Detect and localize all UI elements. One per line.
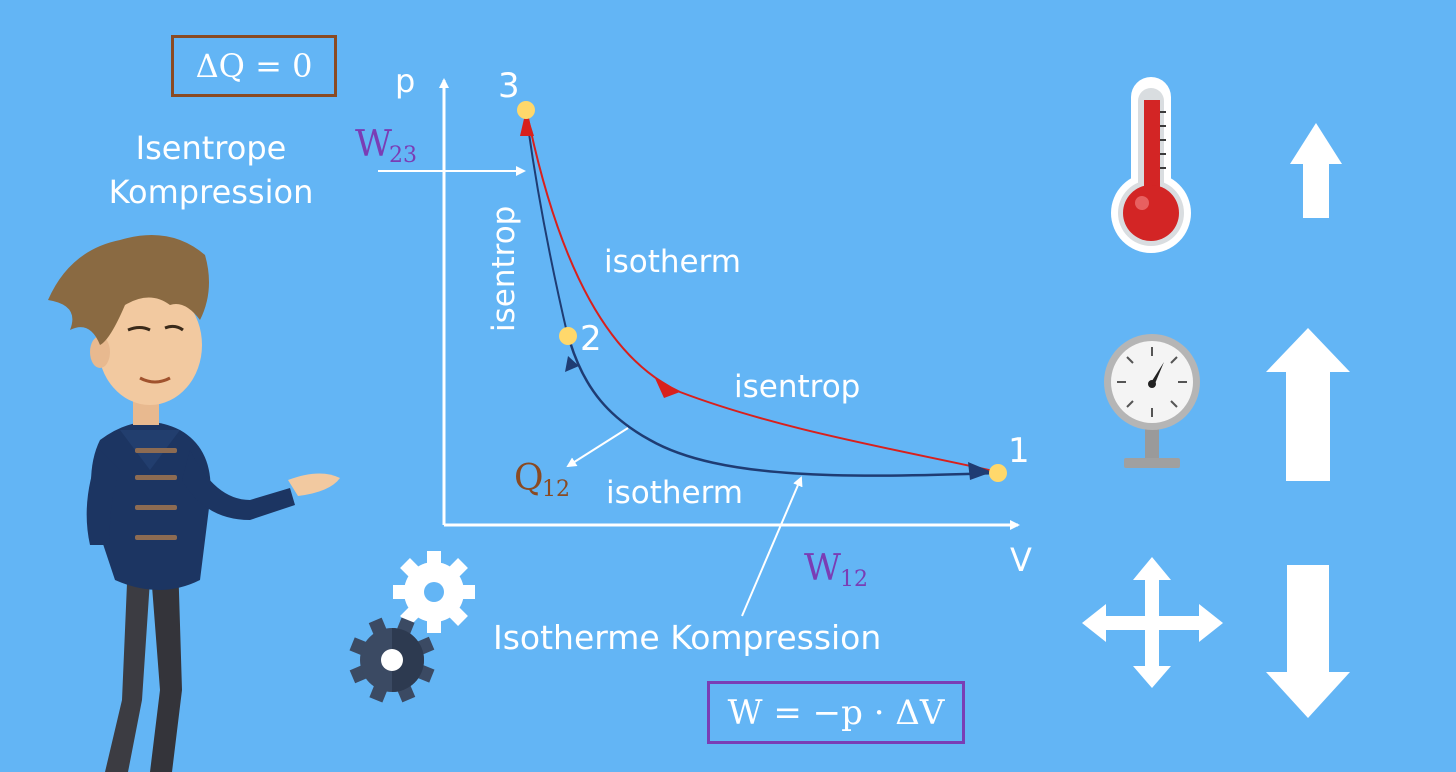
- pv-axes: [439, 78, 1020, 530]
- y-axis-label: p: [395, 62, 415, 100]
- curve-isotherm-1-2: [568, 341, 999, 477]
- title-line-1: Isentrope: [135, 129, 287, 167]
- gear-dark: [349, 617, 435, 703]
- arrowhead-blue-right: [968, 462, 992, 480]
- work-equation: W = −p · ΔV: [727, 692, 945, 733]
- expand-arrows-icon: [1082, 557, 1223, 688]
- label-isentrop-vertical: isentrop: [486, 206, 522, 332]
- presenter-character: [48, 235, 340, 772]
- w23-main: W: [355, 124, 392, 165]
- w12-caption-arrow: [741, 476, 803, 617]
- q12-arrow: [566, 427, 629, 468]
- w12-label: W 12: [804, 548, 868, 592]
- q12-sub: 12: [542, 477, 570, 502]
- state-point-2: [559, 327, 577, 345]
- point-label-2: 2: [580, 319, 602, 359]
- arrow-up-large-icon: [1266, 328, 1350, 481]
- arrowhead-blue-up: [565, 356, 579, 372]
- x-axis-label: V: [1010, 541, 1032, 579]
- work-equation-box: W = −p · ΔV: [707, 681, 965, 744]
- heat-equation-box: ΔQ = 0: [171, 35, 337, 97]
- point-label-1: 1: [1008, 431, 1030, 471]
- arrow-down-icon: [1266, 565, 1350, 718]
- gears-icon: [349, 551, 475, 703]
- thermometer-icon: [1111, 77, 1191, 253]
- pressure-gauge-icon: [1104, 334, 1200, 468]
- process-title: Isentrope Kompression: [80, 126, 342, 214]
- w12-main: W: [804, 548, 841, 589]
- w12-sub: 12: [840, 567, 868, 592]
- label-isotherm-upper: isotherm: [604, 244, 741, 280]
- caption-isothermal: Isotherme Kompression: [493, 618, 882, 657]
- curve-isotherm-3-1: [527, 117, 999, 473]
- state-point-1: [989, 464, 1007, 482]
- q12-main: Q: [514, 458, 544, 499]
- w23-label: W 23: [355, 124, 417, 168]
- label-isotherm-lower: isotherm: [606, 475, 743, 511]
- heat-equation: ΔQ = 0: [195, 47, 313, 85]
- state-point-3: [517, 101, 535, 119]
- arrow-up-icon: [1290, 123, 1342, 218]
- arrowhead-red-down: [654, 376, 680, 398]
- curve-isentrop-2-3: [525, 111, 569, 338]
- label-isentrop-lower: isentrop: [734, 369, 860, 405]
- w23-sub: 23: [389, 143, 417, 168]
- title-line-2: Kompression: [108, 173, 314, 211]
- arrowhead-red-up: [520, 110, 534, 136]
- q12-label: Q 12: [514, 458, 570, 502]
- point-label-3: 3: [498, 66, 520, 106]
